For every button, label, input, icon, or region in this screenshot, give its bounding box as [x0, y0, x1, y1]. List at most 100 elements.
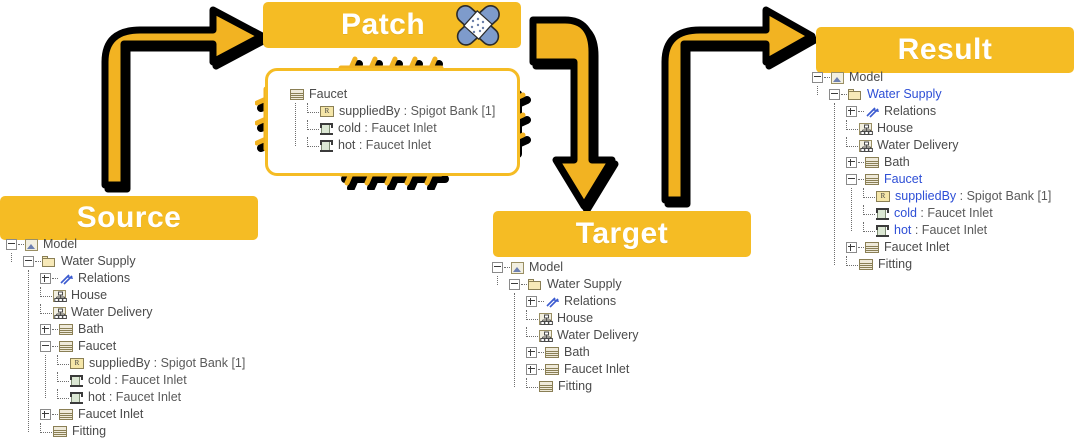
tree-node-label: House	[877, 121, 914, 135]
tree-node[interactable]: Water Supply	[812, 86, 1051, 103]
tree-branch-line	[526, 326, 538, 337]
tree-node[interactable]: Water Delivery	[6, 303, 245, 321]
expander-plus-icon[interactable]	[846, 106, 857, 117]
tree-node[interactable]: Faucet	[812, 171, 1051, 188]
tree-node[interactable]: Faucet	[290, 86, 495, 103]
tree-node[interactable]: Model	[492, 259, 639, 276]
expander-minus-icon[interactable]	[492, 262, 503, 273]
structure-icon	[539, 312, 553, 325]
tree-node[interactable]: cold : Faucet Inlet	[290, 119, 495, 137]
expander-plus-icon[interactable]	[526, 364, 537, 375]
expander-plus-icon[interactable]	[40, 273, 51, 284]
port-icon	[320, 139, 333, 152]
tree-connector	[858, 246, 864, 249]
block-icon	[859, 259, 873, 270]
tree-node[interactable]: cold : Faucet Inlet	[812, 204, 1051, 222]
tree-node[interactable]: Model	[812, 69, 1051, 86]
tree-node[interactable]: Faucet Inlet	[6, 406, 245, 423]
tree-node[interactable]: hot : Faucet Inlet	[812, 221, 1051, 239]
tree-node[interactable]: Water Delivery	[812, 136, 1051, 154]
expander-minus-icon[interactable]	[509, 279, 520, 290]
tree-node-label: Water Supply	[547, 277, 622, 291]
tree-rail	[497, 276, 498, 285]
tree-node-label: hot : Faucet Inlet	[338, 137, 431, 154]
source-title: Source	[76, 201, 182, 234]
relations-icon	[865, 106, 879, 118]
tree-node-label: House	[71, 288, 108, 302]
tree-node-type: : Faucet Inlet	[110, 373, 187, 387]
expander-minus-icon[interactable]	[40, 341, 51, 352]
bandage-icon	[456, 5, 500, 46]
tree-node[interactable]: Water Delivery	[492, 326, 639, 344]
tree-node[interactable]: Relations	[492, 293, 639, 310]
tree-node[interactable]: Faucet Inlet	[492, 361, 639, 378]
tree-node[interactable]: hot : Faucet Inlet	[290, 136, 495, 154]
tree-node[interactable]: Fitting	[812, 255, 1051, 273]
target-to-result-arrow	[661, 6, 819, 208]
expander-minus-icon[interactable]	[812, 72, 823, 83]
block-icon	[59, 324, 73, 335]
tree-node[interactable]: Faucet	[6, 338, 245, 355]
tree-node[interactable]: Faucet Inlet	[812, 239, 1051, 256]
tree-node[interactable]: cold : Faucet Inlet	[6, 371, 245, 389]
block-icon	[539, 381, 553, 392]
expander-plus-icon[interactable]	[526, 296, 537, 307]
block-icon	[53, 426, 67, 437]
tree-node-label: Fitting	[558, 379, 593, 393]
tree-rail	[851, 188, 852, 231]
tree-node-label: Water Delivery	[71, 305, 153, 319]
tree-connector	[52, 277, 58, 280]
tree-branch-line	[846, 136, 858, 147]
tree-branch-line	[57, 388, 69, 399]
tree-node-label: Relations	[564, 294, 617, 308]
model-icon	[25, 238, 38, 251]
expander-minus-icon[interactable]	[846, 174, 857, 185]
tree-node[interactable]: Water Supply	[6, 253, 245, 270]
tree-node[interactable]: Relations	[6, 270, 245, 287]
tree-connector	[824, 76, 830, 79]
expander-minus-icon[interactable]	[6, 239, 17, 250]
tree-node[interactable]: Fitting	[6, 422, 245, 440]
tree-node[interactable]: hot : Faucet Inlet	[6, 388, 245, 406]
expander-minus-icon[interactable]	[23, 256, 34, 267]
structure-icon	[859, 122, 873, 135]
expander-plus-icon[interactable]	[846, 157, 857, 168]
expander-minus-icon[interactable]	[829, 89, 840, 100]
tree-node-label: Water Supply	[867, 87, 942, 101]
tree-branch-line	[40, 303, 52, 314]
patch-banner: Patch	[263, 2, 521, 48]
tree-node[interactable]: Bath	[492, 344, 639, 361]
port-icon	[320, 122, 333, 135]
tree-node[interactable]: Bath	[812, 154, 1051, 171]
tree-rail	[11, 253, 12, 262]
tree-rail	[514, 293, 515, 387]
expander-plus-icon[interactable]	[526, 347, 537, 358]
tree-node[interactable]: Fitting	[492, 377, 639, 395]
tree-node[interactable]: House	[492, 309, 639, 327]
tree-node[interactable]: Water Supply	[492, 276, 639, 293]
tree-node-type: : Faucet Inlet	[105, 390, 182, 404]
expander-plus-icon[interactable]	[40, 409, 51, 420]
tree-node-label: cold : Faucet Inlet	[88, 372, 187, 389]
tree-node[interactable]: Relations	[812, 103, 1051, 120]
expander-plus-icon[interactable]	[40, 324, 51, 335]
tree-node[interactable]: House	[6, 286, 245, 304]
tree-branch-line	[40, 286, 52, 297]
tree-connector	[52, 413, 58, 416]
structure-icon	[53, 306, 67, 319]
expander-plus-icon[interactable]	[846, 242, 857, 253]
result-banner: Result	[816, 27, 1074, 73]
tree-node[interactable]: Model	[6, 236, 245, 253]
port-icon	[876, 207, 889, 220]
tree-node[interactable]: Bath	[6, 321, 245, 338]
tree-node[interactable]: House	[812, 119, 1051, 137]
tree-node-name: suppliedBy	[339, 104, 401, 118]
